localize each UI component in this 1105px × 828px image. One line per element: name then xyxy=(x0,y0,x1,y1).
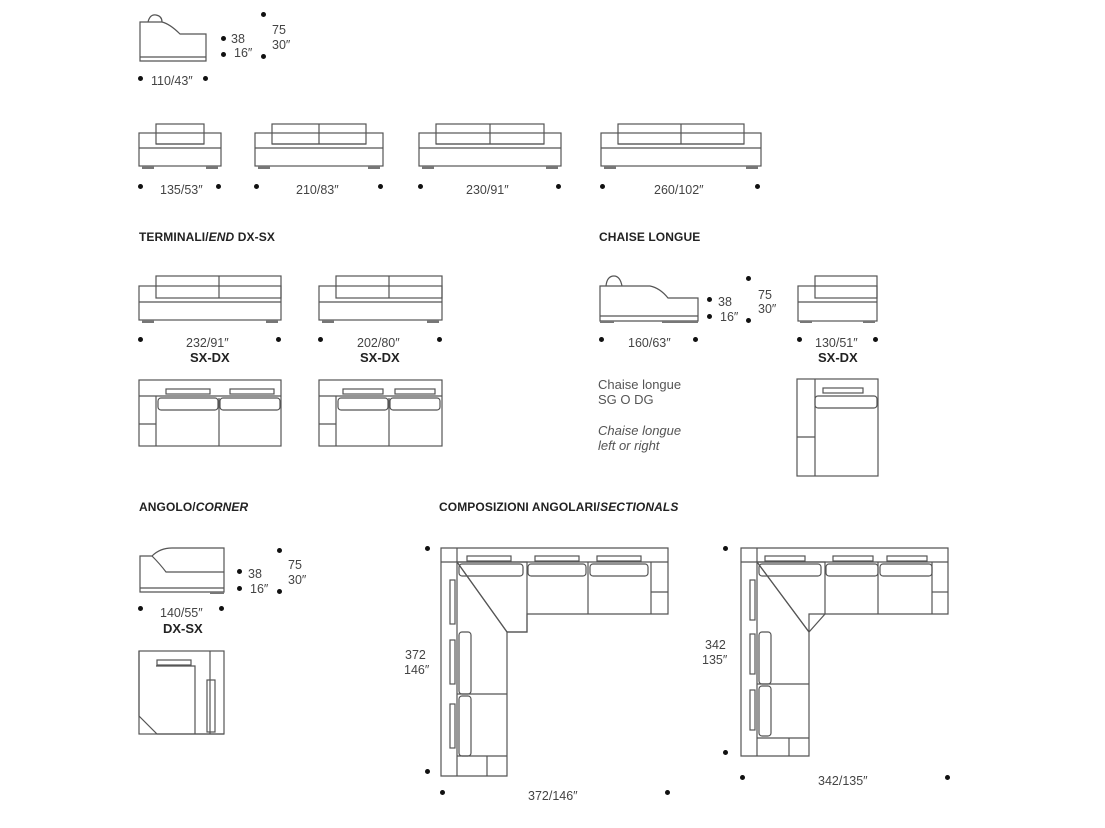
dim-marker xyxy=(665,790,670,795)
dim-sect-372-vertical-in: 146″ xyxy=(404,663,430,677)
dim-armchair-width: 110/43″ xyxy=(151,74,193,88)
dim-marker xyxy=(418,184,423,189)
code-corner: DX-SX xyxy=(163,621,203,636)
corner-plan-view xyxy=(138,650,225,735)
dim-marker xyxy=(221,36,226,41)
dim-sofa-210: 210/83″ xyxy=(296,183,339,197)
dim-marker xyxy=(138,76,143,81)
dim-marker xyxy=(600,184,605,189)
dim-marker xyxy=(216,184,221,189)
dim-back-height: 75 xyxy=(272,23,286,37)
dim-marker xyxy=(425,769,430,774)
dim-chaise-back-height: 75 xyxy=(758,288,772,302)
dim-sect-372-horizontal: 372/146″ xyxy=(528,789,578,803)
chaise-note-english: Chaise longue left or right xyxy=(598,423,682,453)
section-heading-composizioni: COMPOSIZIONI ANGOLARI/SECTIONALS xyxy=(439,500,679,514)
sofa-front-135 xyxy=(138,123,222,169)
end-plan-202 xyxy=(318,379,443,447)
corner-side-view xyxy=(139,547,225,594)
dim-marker xyxy=(254,184,259,189)
dim-marker xyxy=(138,606,143,611)
dim-marker xyxy=(746,276,751,281)
dim-marker xyxy=(277,589,282,594)
dim-back-height-in: 30″ xyxy=(272,38,291,52)
chaise-plan-view xyxy=(796,378,879,477)
dim-marker xyxy=(746,318,751,323)
dim-marker xyxy=(318,337,323,342)
dim-marker xyxy=(440,790,445,795)
dim-marker xyxy=(219,606,224,611)
section-heading-angolo: ANGOLO/CORNER xyxy=(139,500,249,514)
dim-marker xyxy=(437,337,442,342)
dim-corner-seat-height-in: 16″ xyxy=(250,582,269,596)
dim-corner-back-height: 75 xyxy=(288,558,302,572)
dim-corner-140: 140/55″ xyxy=(160,606,203,620)
dim-corner-seat-height: 38 xyxy=(248,567,262,581)
dim-marker xyxy=(707,314,712,319)
section-heading-chaise: CHAISE LONGUE xyxy=(599,230,701,244)
dim-marker xyxy=(740,775,745,780)
dim-marker xyxy=(693,337,698,342)
dim-sofa-135: 135/53″ xyxy=(160,183,203,197)
dim-marker xyxy=(276,337,281,342)
dim-sect-342-vertical-in: 135″ xyxy=(702,653,728,667)
dim-marker xyxy=(261,12,266,17)
dim-marker xyxy=(237,569,242,574)
sectional-plan-342 xyxy=(740,547,949,757)
dim-sect-342-horizontal: 342/135″ xyxy=(818,774,868,788)
armchair-side-view xyxy=(139,14,207,62)
dim-chaise-130: 130/51″ xyxy=(815,336,858,350)
dim-marker xyxy=(221,52,226,57)
chaise-front-view xyxy=(797,275,878,323)
code-end-232: SX-DX xyxy=(190,350,230,365)
dim-marker xyxy=(556,184,561,189)
end-plan-232 xyxy=(138,379,282,447)
chaise-side-view xyxy=(599,275,699,323)
dim-marker xyxy=(277,548,282,553)
dim-marker xyxy=(707,297,712,302)
sectional-plan-372 xyxy=(440,547,669,777)
dim-chaise-seat-height-in: 16″ xyxy=(720,310,739,324)
dim-marker xyxy=(599,337,604,342)
end-front-202 xyxy=(318,275,443,323)
dim-marker xyxy=(755,184,760,189)
dim-sect-342-vertical: 342 xyxy=(705,638,726,652)
dim-marker xyxy=(723,546,728,551)
chaise-note-italian: Chaise longue SG O DG xyxy=(598,377,682,407)
dim-chaise-160: 160/63″ xyxy=(628,336,671,350)
dim-sofa-230: 230/91″ xyxy=(466,183,509,197)
dim-marker xyxy=(237,586,242,591)
dim-marker xyxy=(378,184,383,189)
dim-marker xyxy=(138,184,143,189)
dim-marker xyxy=(873,337,878,342)
dim-marker xyxy=(945,775,950,780)
dim-sofa-260: 260/102″ xyxy=(654,183,704,197)
code-end-202: SX-DX xyxy=(360,350,400,365)
dim-end-232: 232/91″ xyxy=(186,336,229,350)
dim-sect-372-vertical: 372 xyxy=(405,648,426,662)
dim-corner-back-height-in: 30″ xyxy=(288,573,307,587)
dim-marker xyxy=(797,337,802,342)
dim-chaise-back-height-in: 30″ xyxy=(758,302,777,316)
dim-marker xyxy=(203,76,208,81)
dim-marker xyxy=(425,546,430,551)
end-front-232 xyxy=(138,275,282,323)
dim-marker xyxy=(261,54,266,59)
dim-seat-height-in: 16″ xyxy=(234,46,253,60)
sofa-front-230 xyxy=(418,123,562,169)
dim-seat-height: 38 xyxy=(231,32,245,46)
dim-chaise-seat-height: 38 xyxy=(718,295,732,309)
dim-marker xyxy=(138,337,143,342)
code-chaise: SX-DX xyxy=(818,350,858,365)
dim-marker xyxy=(723,750,728,755)
dim-end-202: 202/80″ xyxy=(357,336,400,350)
sofa-front-260 xyxy=(600,123,762,169)
section-heading-terminali: TERMINALI/END DX-SX xyxy=(139,230,275,244)
sofa-front-210 xyxy=(254,123,384,169)
